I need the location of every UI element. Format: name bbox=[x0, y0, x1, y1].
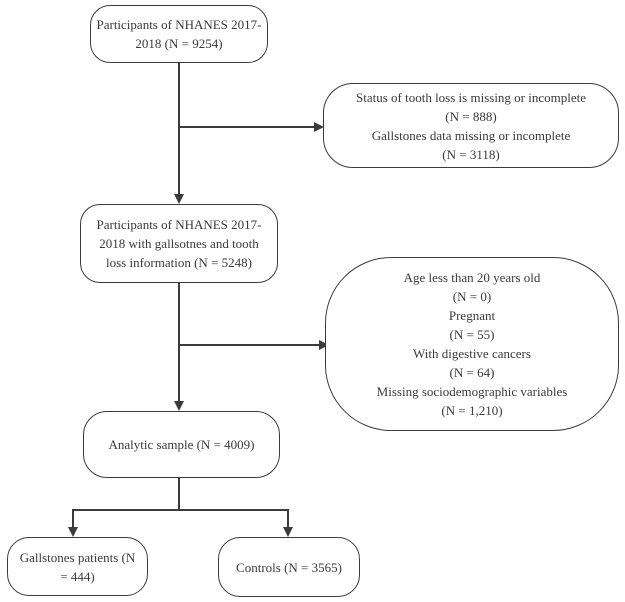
connector-split-to-controls bbox=[287, 509, 289, 528]
arrowhead-down-into-controls bbox=[283, 527, 293, 537]
arrowhead-down-into-middle bbox=[174, 194, 184, 204]
arrowhead-down-into-analytic bbox=[174, 401, 184, 411]
node-exclusion-missing-data: Status of tooth loss is missing or incom… bbox=[323, 83, 619, 168]
arrowhead-right-into-exclusion2 bbox=[319, 340, 329, 350]
connector-analytic-to-split bbox=[178, 478, 180, 510]
connector-top-to-middle bbox=[178, 63, 180, 196]
node-exclusion-criteria: Age less than 20 years old (N = 0) Pregn… bbox=[325, 257, 619, 431]
node-gallstones-patients: Gallstones patients (N = 444) bbox=[7, 537, 148, 596]
arrowhead-right-into-exclusion1 bbox=[314, 122, 324, 132]
connector-middle-to-analytic bbox=[178, 283, 180, 403]
node-controls: Controls (N = 3565) bbox=[218, 537, 360, 597]
arrowhead-down-into-gallstones bbox=[68, 527, 78, 537]
node-participants-total: Participants of NHANES 2017- 2018 (N = 9… bbox=[90, 5, 268, 63]
node-participants-with-information: Participants of NHANES 2017- 2018 with g… bbox=[80, 204, 278, 283]
node-analytic-sample: Analytic sample (N = 4009) bbox=[83, 411, 280, 478]
connector-branch-to-exclusion2 bbox=[178, 344, 320, 346]
connector-split-to-gallstones bbox=[72, 509, 74, 528]
connector-split-horizontal bbox=[72, 509, 289, 511]
connector-branch-to-exclusion1 bbox=[178, 126, 316, 128]
